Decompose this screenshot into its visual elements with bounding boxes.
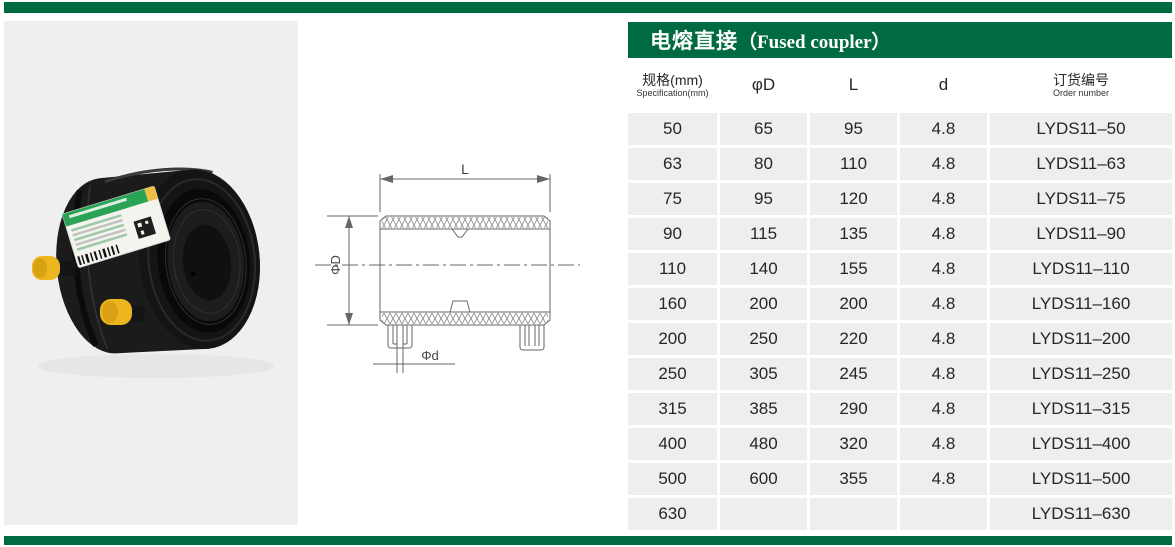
table-cell: 115 bbox=[720, 218, 807, 250]
column-header-length: L bbox=[810, 60, 897, 110]
table-cell: 4.8 bbox=[900, 323, 987, 355]
column-header-outer-diameter: φD bbox=[720, 60, 807, 110]
table-cell: 315 bbox=[628, 393, 717, 425]
table-cell: LYDS11–75 bbox=[990, 183, 1172, 215]
table-cell bbox=[900, 498, 987, 530]
table-cell: 290 bbox=[810, 393, 897, 425]
table-cell bbox=[720, 498, 807, 530]
table-cell: LYDS11–110 bbox=[990, 253, 1172, 285]
spec-table: 电熔直接（Fused coupler） 规格(mm) Specification… bbox=[628, 22, 1172, 530]
product-photo-panel bbox=[4, 21, 298, 525]
table-cell: 140 bbox=[720, 253, 807, 285]
table-cell: 220 bbox=[810, 323, 897, 355]
table-cell: 630 bbox=[628, 498, 717, 530]
table-cell: 95 bbox=[810, 113, 897, 145]
table-cell: LYDS11–90 bbox=[990, 218, 1172, 250]
table-cell: 4.8 bbox=[900, 428, 987, 460]
table-cell: 200 bbox=[720, 288, 807, 320]
column-header-order-number: 订货编号 Order number bbox=[990, 60, 1172, 110]
table-cell: 245 bbox=[810, 358, 897, 390]
table-cell bbox=[810, 498, 897, 530]
table-title-bar: 电熔直接（Fused coupler） bbox=[628, 22, 1172, 58]
bottom-divider-bar bbox=[4, 536, 1172, 545]
table-cell: 385 bbox=[720, 393, 807, 425]
terminal-cap-left bbox=[32, 256, 76, 280]
column-header-specification: 规格(mm) Specification(mm) bbox=[628, 60, 717, 110]
table-cell: 4.8 bbox=[900, 183, 987, 215]
table-cell: 480 bbox=[720, 428, 807, 460]
table-title-cn: 电熔直接 bbox=[650, 30, 738, 53]
fused-coupler-photo bbox=[32, 167, 274, 378]
table-row: 630 LYDS11–630 bbox=[628, 498, 1172, 530]
table-cell: 75 bbox=[628, 183, 717, 215]
table-cell: LYDS11–63 bbox=[990, 148, 1172, 180]
table-cell: 4.8 bbox=[900, 113, 987, 145]
table-cell: 4.8 bbox=[900, 148, 987, 180]
table-cell: 110 bbox=[628, 253, 717, 285]
table-cell: LYDS11–630 bbox=[990, 498, 1172, 530]
table-cell: 110 bbox=[810, 148, 897, 180]
table-cell: 160 bbox=[628, 288, 717, 320]
terminal-cap-bottom bbox=[100, 299, 146, 325]
table-cell: LYDS11–500 bbox=[990, 463, 1172, 495]
table-cell: 320 bbox=[810, 428, 897, 460]
table-cell: 500 bbox=[628, 463, 717, 495]
diagram-length-label: L bbox=[461, 161, 469, 177]
table-cell: LYDS11–200 bbox=[990, 323, 1172, 355]
column-header-d: d bbox=[900, 60, 987, 110]
table-cell: 155 bbox=[810, 253, 897, 285]
table-cell: 305 bbox=[720, 358, 807, 390]
table-cell: LYDS11–250 bbox=[990, 358, 1172, 390]
table-cell: 200 bbox=[628, 323, 717, 355]
table-cell: 80 bbox=[720, 148, 807, 180]
table-cell: 95 bbox=[720, 183, 807, 215]
table-cell: 90 bbox=[628, 218, 717, 250]
table-cell: 250 bbox=[628, 358, 717, 390]
table-cell: 65 bbox=[720, 113, 807, 145]
table-cell: 400 bbox=[628, 428, 717, 460]
table-cell: 135 bbox=[810, 218, 897, 250]
table-title-en: （Fused coupler） bbox=[738, 31, 891, 53]
table-cell: 250 bbox=[720, 323, 807, 355]
table-cell: 50 bbox=[628, 113, 717, 145]
table-cell: 200 bbox=[810, 288, 897, 320]
technical-diagram: L ΦD Φd bbox=[300, 148, 630, 410]
table-cell: LYDS11–50 bbox=[990, 113, 1172, 145]
table-cell: 355 bbox=[810, 463, 897, 495]
product-label bbox=[62, 186, 171, 268]
table-cell: 4.8 bbox=[900, 393, 987, 425]
table-cell: 120 bbox=[810, 183, 897, 215]
diagram-outer-diameter-label: ΦD bbox=[328, 255, 343, 275]
table-cell: LYDS11–160 bbox=[990, 288, 1172, 320]
table-cell: 4.8 bbox=[900, 218, 987, 250]
table-cell: 4.8 bbox=[900, 358, 987, 390]
table-header-row: 规格(mm) Specification(mm) φD L d 订货编号 Ord… bbox=[628, 60, 1172, 110]
top-divider-bar bbox=[4, 2, 1172, 13]
diagram-inner-diameter-label: Φd bbox=[421, 348, 439, 363]
table-cell: LYDS11–400 bbox=[990, 428, 1172, 460]
table-cell: 4.8 bbox=[900, 288, 987, 320]
coupler-section-drawing: L ΦD Φd bbox=[315, 161, 580, 373]
table-cell: 63 bbox=[628, 148, 717, 180]
table-cell: LYDS11–315 bbox=[990, 393, 1172, 425]
table-cell: 4.8 bbox=[900, 463, 987, 495]
table-cell: 600 bbox=[720, 463, 807, 495]
table-cell: 4.8 bbox=[900, 253, 987, 285]
